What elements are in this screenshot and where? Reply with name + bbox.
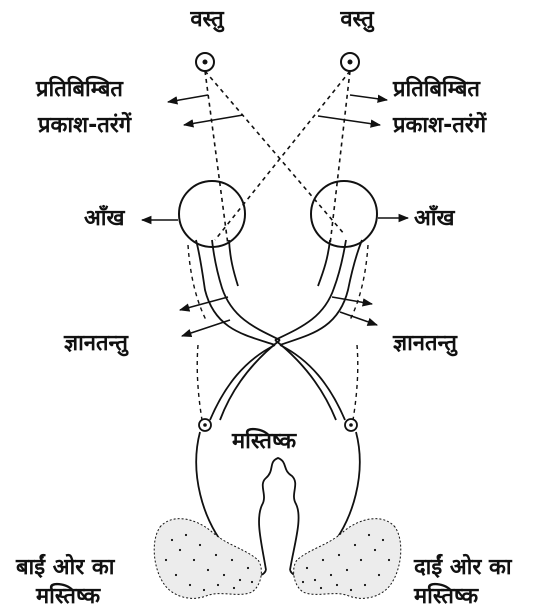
label-eye-right: आँख (414, 205, 454, 233)
label-reflected-light-right-line2: प्रकाश-तरंगें (393, 112, 486, 140)
label-left-brain-line2: मस्तिष्क (36, 583, 100, 611)
eye-right (311, 181, 377, 247)
object-right-icon (341, 53, 359, 71)
synapse-left-icon (199, 419, 211, 431)
right-brain-region (294, 519, 401, 599)
eye-left (179, 181, 245, 247)
label-left-brain-line1: बाईं ओर का (16, 554, 114, 582)
label-object-right: वस्तु (322, 6, 392, 34)
optic-nerve-dashes (188, 245, 368, 420)
label-reflected-light-right-line1: प्रतिबिम्बित (393, 76, 480, 104)
label-right-brain-line1: दाईं ओर का (414, 554, 512, 582)
label-reflected-light-left-line1: प्रतिबिम्बित (36, 76, 123, 104)
label-object-left: वस्तु (172, 6, 242, 34)
label-right-brain-line2: मस्तिष्क (414, 583, 478, 611)
label-eye-left: आँख (84, 205, 124, 233)
synapse-right-icon (345, 419, 357, 431)
label-brain: मस्तिष्क (232, 428, 296, 456)
label-nerve-right: ज्ञानतन्तु (393, 330, 457, 358)
label-nerve-left: ज्ञानतन्तु (64, 330, 128, 358)
reflected-light-arrows (168, 95, 387, 125)
optic-nerves (196, 240, 362, 420)
label-reflected-light-left-line2: प्रकाश-तरंगें (38, 112, 131, 140)
object-left-icon (196, 53, 214, 71)
left-brain-region (154, 519, 261, 599)
light-rays (205, 71, 350, 245)
